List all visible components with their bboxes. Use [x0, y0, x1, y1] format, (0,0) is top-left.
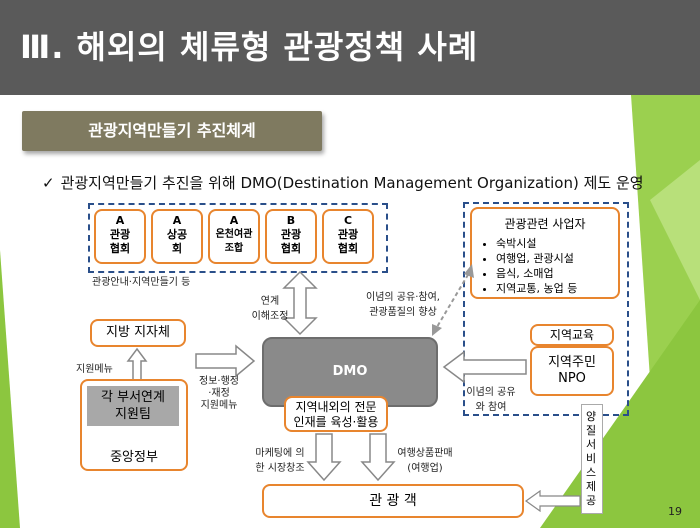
hospitality-bar [581, 404, 603, 514]
down-arrow-icon [360, 433, 396, 482]
business-box: 관광관련 사업자 숙박시설 여행업, 관광시설 음식, 소매업 지역교통, 농업… [470, 207, 620, 299]
association-box: C 관광 협회 [322, 209, 374, 264]
associations-group [88, 203, 388, 273]
assoc-caption: 관광안내·지역만들기 등 [92, 277, 191, 288]
association-box: B 관광 협회 [265, 209, 317, 264]
left-arrow-icon [442, 350, 527, 384]
share-label-bottom: 이념의 공유 와 참여 [466, 387, 516, 413]
up-arrow-icon [126, 347, 148, 382]
left-arrow-icon [524, 490, 581, 512]
support-menu-label: 지원메뉴 [76, 364, 113, 375]
businesses-group [463, 202, 629, 416]
subtitle-box [22, 111, 322, 151]
business-item: 음식, 소매업 [496, 266, 610, 281]
central-gov-label: 중앙정부 [110, 450, 158, 465]
local-gov-box: 지방 지자체 [90, 319, 186, 347]
hospitality-label: 양질서비스제공 [585, 410, 597, 507]
association-box: A 온천여관 조합 [208, 209, 260, 264]
share-label-top: 이념의 공유·참여, 관광품질의 향상 [366, 292, 440, 318]
right-arrow-icon [195, 344, 256, 378]
business-item: 숙박시설 [496, 236, 610, 251]
experts-box: 지역내외의 전문 인재를 육성·활용 [284, 396, 388, 432]
tourists-box: 관 광 객 [262, 484, 524, 518]
association-box: A 상공 회 [151, 209, 203, 264]
association-box: A 관광 협회 [94, 209, 146, 264]
info-label: 정보·행정 ·재정 지원메뉴 [199, 376, 239, 411]
diagonal-arrow-icon [432, 264, 474, 336]
decorative-left-shape [0, 250, 20, 528]
checkmark-icon: ✓ [42, 174, 55, 192]
dept-team-box: 각 부서연계 지원팀 [87, 386, 179, 426]
travel-sales-label: 여행상품판매 (여행업) [397, 448, 453, 474]
education-box: 지역교육 [530, 324, 614, 346]
slide-title: Ⅲ. 해외의 체류형 관광정책 사례 [20, 28, 479, 66]
business-item: 여행업, 관광시설 [496, 251, 610, 266]
residents-box: 지역주민 NPO [530, 346, 614, 396]
subtitle-text: 관광지역만들기 추진체계 [88, 121, 256, 140]
dmo-box: DMO [262, 337, 438, 407]
title-bar [0, 0, 700, 95]
business-item: 지역교통, 농업 등 [496, 281, 610, 296]
bullet-text: 관광지역만들기 추진을 위해 DMO(Destination Managemen… [60, 174, 644, 192]
page-number: 19 [668, 505, 682, 518]
link-label: 연계 이해조정 [251, 296, 289, 322]
down-arrow-icon [306, 433, 342, 482]
bullet-point: ✓ 관광지역만들기 추진을 위해 DMO(Destination Manageme… [42, 172, 644, 193]
double-arrow-icon [282, 270, 318, 336]
marketing-label: 마케팅에 의 한 시장창조 [255, 448, 305, 474]
business-title: 관광관련 사업자 [504, 217, 586, 231]
